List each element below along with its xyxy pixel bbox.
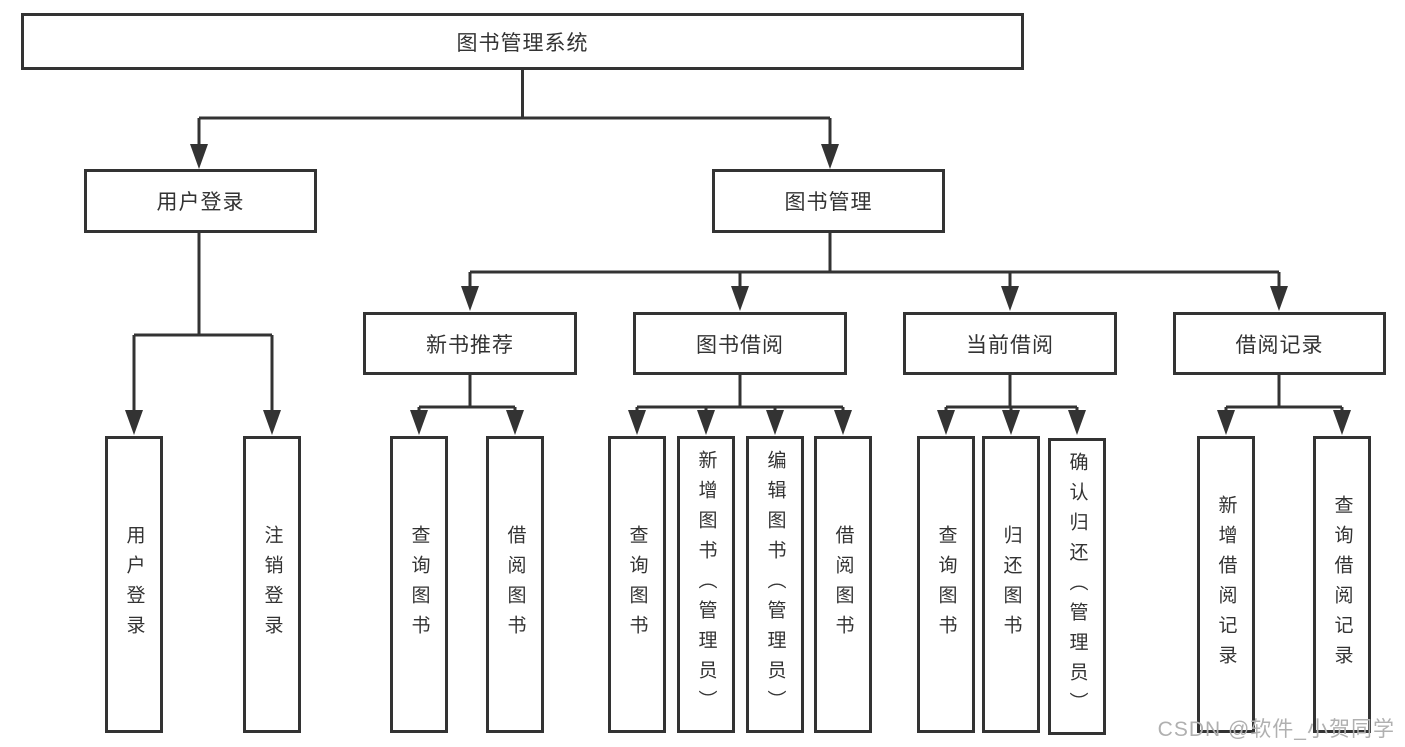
node-book-borrowing: 图书借阅 <box>633 312 847 375</box>
node-label: 查询借阅记录 <box>1331 494 1353 675</box>
node-label: 查询图书 <box>626 524 648 645</box>
node-label: 借阅记录 <box>1235 333 1324 357</box>
node-label: 当前借阅 <box>966 333 1054 357</box>
connector-arrowheads <box>125 144 1351 435</box>
node-label: 归还图书 <box>1000 524 1022 645</box>
node-leaf-query-books-borrow: 查询图书 <box>608 436 666 733</box>
node-label: 新增图书（管理员） <box>695 449 717 720</box>
node-leaf-user-login: 用户登录 <box>105 436 163 733</box>
node-label: 编辑图书（管理员） <box>764 449 786 720</box>
node-label: 图书借阅 <box>696 333 784 357</box>
node-leaf-add-borrow-record: 新增借阅记录 <box>1197 436 1255 733</box>
node-leaf-borrow-books-recommend: 借阅图书 <box>486 436 544 733</box>
node-label: 查询图书 <box>935 524 957 645</box>
node-new-book-recommend: 新书推荐 <box>363 312 577 375</box>
node-current-borrowing: 当前借阅 <box>903 312 1117 375</box>
node-leaf-borrow-books: 借阅图书 <box>814 436 872 733</box>
node-label: 借阅图书 <box>504 524 526 645</box>
node-leaf-query-books-current: 查询图书 <box>917 436 975 733</box>
node-label: 借阅图书 <box>832 524 854 645</box>
node-leaf-query-borrow-record: 查询借阅记录 <box>1313 436 1371 733</box>
node-label: 用户登录 <box>156 191 245 214</box>
node-user-login: 用户登录 <box>84 169 317 233</box>
node-label: 查询图书 <box>408 524 430 645</box>
node-label: 确认归还（管理员） <box>1066 451 1088 722</box>
node-leaf-query-books-recommend: 查询图书 <box>390 436 448 733</box>
node-leaf-add-books-admin: 新增图书（管理员） <box>677 436 735 733</box>
connector-paths <box>132 70 1344 416</box>
csdn-watermark: CSDN @软件_小贺同学 <box>1157 718 1395 741</box>
node-label: 新增借阅记录 <box>1215 494 1237 675</box>
node-leaf-logout: 注销登录 <box>243 436 301 733</box>
node-leaf-return-books: 归还图书 <box>982 436 1040 733</box>
node-label: 图书管理 <box>784 191 873 214</box>
node-label: 用户登录 <box>123 524 145 645</box>
node-label: 图书管理系统 <box>456 31 589 55</box>
node-borrowing-records: 借阅记录 <box>1173 312 1386 375</box>
node-label: 注销登录 <box>261 524 283 645</box>
node-book-management: 图书管理 <box>712 169 945 233</box>
node-label: 新书推荐 <box>426 333 514 357</box>
node-leaf-edit-books-admin: 编辑图书（管理员） <box>746 436 804 733</box>
node-leaf-confirm-return-admin: 确认归还（管理员） <box>1048 438 1106 735</box>
node-root: 图书管理系统 <box>21 13 1024 70</box>
